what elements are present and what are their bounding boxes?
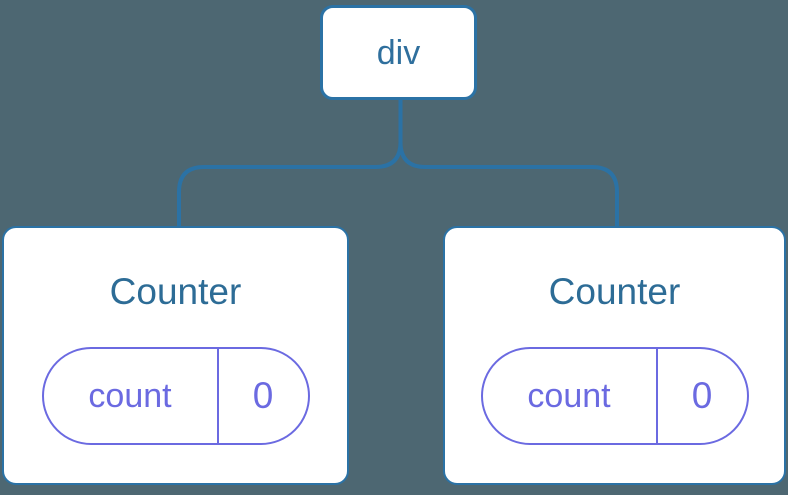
connector-left-branch [177,97,403,228]
state-key-label: count [483,349,658,443]
state-value-label: 0 [691,375,713,416]
counter-card-right: Counter count 0 [443,226,786,485]
component-name-label: Counter [109,271,242,312]
state-key-label: count [44,349,219,443]
state-pill: count 0 [41,347,310,445]
tree-root-node: div [320,5,477,100]
connector-right-branch [398,97,619,228]
root-node-label: div [376,33,421,72]
component-name-label: Counter [548,271,681,312]
counter-card-left: Counter count 0 [2,226,349,485]
state-value-label: 0 [252,375,274,416]
state-pill: count 0 [480,347,749,445]
